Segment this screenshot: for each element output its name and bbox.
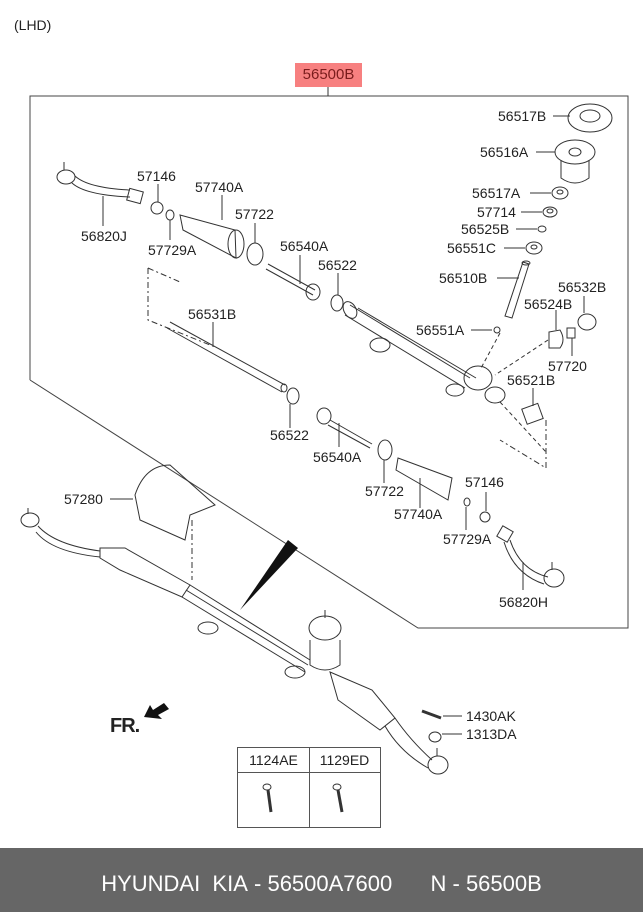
- drive-side-label: (LHD): [14, 17, 52, 33]
- part-label[interactable]: 56517B: [498, 108, 547, 124]
- part-56516A-drawing: [536, 139, 596, 184]
- part-57722-right-drawing: [377, 439, 393, 483]
- part-57146-left-drawing: [150, 184, 164, 215]
- guide-dash: [499, 401, 547, 453]
- part-56517A-drawing: [530, 186, 569, 200]
- part-57729A-right-drawing: [463, 497, 471, 530]
- part-56540A-upper-drawing: [265, 255, 321, 301]
- part-number-footer: HYUNDAI KIA - 56500A7600 N - 56500B: [0, 848, 643, 912]
- part-56820H-drawing: [496, 525, 565, 590]
- part-56525B-drawing: [516, 225, 547, 233]
- part-label[interactable]: 56522: [270, 427, 309, 443]
- part-label[interactable]: 56540A: [313, 449, 362, 465]
- part-label[interactable]: 56517A: [472, 185, 521, 201]
- part-56551C-drawing: [504, 241, 543, 255]
- part-label[interactable]: 57740A: [195, 179, 244, 195]
- part-57280-drawing: [110, 464, 216, 541]
- part-label[interactable]: 57722: [365, 483, 404, 499]
- guide-dash: [147, 267, 181, 283]
- part-label[interactable]: 1313DA: [466, 726, 517, 742]
- part-57740A-right-drawing: [395, 457, 453, 508]
- part-label[interactable]: 57729A: [148, 242, 197, 258]
- assembly-ref-badge[interactable]: 56500B: [295, 63, 362, 87]
- guide-dash: [499, 420, 547, 469]
- part-label[interactable]: 56820H: [499, 594, 549, 610]
- part-label[interactable]: 56551C: [447, 240, 497, 256]
- assembled-rack-drawing: [20, 508, 449, 775]
- guide-dash: [147, 268, 211, 346]
- part-label[interactable]: 57146: [465, 474, 504, 490]
- part-56521B-drawing: [521, 388, 544, 425]
- part-label[interactable]: 56551A: [416, 322, 465, 338]
- part-label[interactable]: 57280: [64, 491, 103, 507]
- part-57740A-left-drawing: [179, 195, 245, 259]
- part-56510B-drawing: [497, 260, 531, 319]
- part-56540A-lower-drawing: [316, 407, 373, 449]
- part-57722-left-drawing: [246, 223, 264, 266]
- fastener-header[interactable]: 1124AE: [238, 748, 310, 773]
- part-56820J-drawing: [56, 162, 144, 226]
- part-56524B-drawing: [548, 310, 564, 349]
- part-56522-upper-drawing: [330, 273, 344, 312]
- part-label[interactable]: 56522: [318, 257, 357, 273]
- guide-dash: [479, 332, 501, 371]
- part-1430AK-drawing: [421, 709, 462, 720]
- part-label[interactable]: 56525B: [461, 221, 510, 237]
- bolt-1129ED-drawing: [332, 783, 344, 813]
- part-label[interactable]: 56516A: [480, 144, 529, 160]
- catalog-ref: N - 56500B: [430, 871, 542, 896]
- part-56517B-drawing: [553, 103, 613, 133]
- fastener-table: 1124AE 1129ED: [237, 747, 381, 828]
- part-56522-lower-drawing: [286, 387, 300, 428]
- rack-housing-drawing: [342, 301, 506, 404]
- fastener-header[interactable]: 1129ED: [309, 748, 380, 773]
- table-divider: [309, 772, 310, 828]
- part-label[interactable]: 57720: [548, 358, 587, 374]
- part-label[interactable]: 56521B: [507, 372, 556, 388]
- part-57720-drawing: [566, 327, 576, 356]
- part-label[interactable]: 1430AK: [466, 708, 516, 724]
- part-label[interactable]: 56820J: [81, 228, 127, 244]
- front-direction-arrow-icon: [144, 703, 169, 719]
- part-label[interactable]: 57740A: [394, 506, 443, 522]
- diagram-drawing: [20, 87, 629, 813]
- part-label[interactable]: 57146: [137, 168, 176, 184]
- part-57146-right-drawing: [479, 492, 491, 523]
- part-label[interactable]: 56540A: [280, 238, 329, 254]
- part-label[interactable]: 56510B: [439, 270, 488, 286]
- part-label[interactable]: 57714: [477, 204, 516, 220]
- part-label[interactable]: 56524B: [524, 296, 573, 312]
- bolt-1124AE-drawing: [262, 783, 273, 813]
- detail-pointer-icon: [240, 540, 298, 610]
- part-label[interactable]: 57722: [235, 206, 274, 222]
- part-56551A-drawing: [471, 326, 501, 334]
- part-label[interactable]: 56532B: [558, 279, 607, 295]
- part-56532B-drawing: [577, 296, 597, 331]
- part-label[interactable]: 56531B: [188, 306, 237, 322]
- front-direction-label: FR.: [110, 715, 140, 737]
- parts-diagram: (LHD) 56500B 56517B 56516A 56517A 57714 …: [14, 17, 629, 828]
- part-label[interactable]: 57729A: [443, 531, 492, 547]
- guide-dash: [494, 339, 549, 376]
- part-1313DA-drawing: [428, 731, 462, 743]
- part-56531B-drawing: [166, 321, 288, 393]
- part-57714-drawing: [521, 206, 558, 218]
- assembly-boundary: [29, 95, 629, 629]
- brand-label: HYUNDAI KIA: [101, 871, 248, 896]
- oem-number: - 56500A7600: [254, 871, 393, 896]
- part-57729A-left-drawing: [165, 209, 175, 240]
